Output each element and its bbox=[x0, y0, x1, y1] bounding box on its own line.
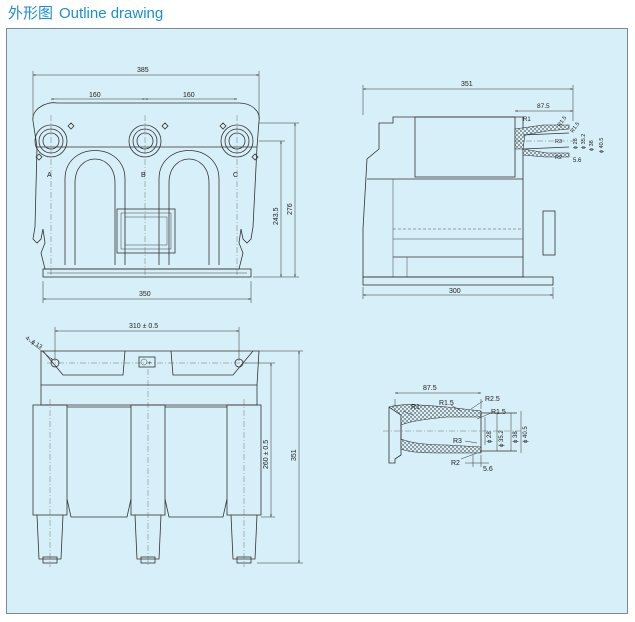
terminal-a-label: A bbox=[47, 172, 52, 179]
detail-r2-5-label: R2.5 bbox=[485, 396, 500, 403]
side-r1-5-b-label: R1.5 bbox=[570, 121, 582, 134]
side-d35-2-label: ϕ 35.2 bbox=[581, 134, 587, 149]
side-d40-5-label: ϕ 40.5 bbox=[599, 138, 605, 153]
top-dim-260-label: 260 ± 0.5 bbox=[263, 440, 270, 469]
detail-d40-5-label: ϕ 40.5 bbox=[523, 426, 529, 443]
front-view: A B C 385 160 160 276 243.5 350 bbox=[32, 67, 299, 303]
outline-drawing-svg: A B C 385 160 160 276 243.5 350 bbox=[24, 67, 605, 567]
side-r3-label: R3 bbox=[555, 139, 562, 145]
side-dim-300-label: 300 bbox=[449, 288, 461, 295]
side-d28-label: ϕ 28 bbox=[573, 138, 579, 149]
terminal-b-label: B bbox=[141, 172, 146, 179]
side-r1-5-a-label: R1.5 bbox=[557, 115, 569, 128]
detail-d28-label: ϕ 28 bbox=[487, 431, 493, 443]
dim-276-label: 276 bbox=[287, 203, 294, 215]
side-r2-label: R2 bbox=[555, 155, 562, 161]
dim-160-left-label: 160 bbox=[89, 92, 101, 99]
side-5-6-label: 5.6 bbox=[573, 158, 582, 164]
dim-243-5-label: 243.5 bbox=[273, 207, 280, 225]
dim-160-right-label: 160 bbox=[183, 92, 195, 99]
detail-r1-5-b-label: R1.5 bbox=[491, 409, 506, 416]
dim-385-label: 385 bbox=[137, 67, 149, 74]
detail-r1-label: R1 bbox=[411, 404, 420, 411]
detail-r3-label: R3 bbox=[453, 438, 462, 445]
detail-d35-2-label: ϕ 35.2 bbox=[499, 430, 505, 447]
detail-d38-label: ϕ 38 bbox=[513, 431, 519, 443]
title-en: Outline drawing bbox=[59, 5, 164, 22]
terminal-c-label: C bbox=[233, 172, 238, 179]
top-hole-callout-label: 4- ϕ 13 bbox=[24, 336, 44, 351]
top-dim-351-label: 351 bbox=[291, 449, 298, 461]
detail-r1-5-a-label: R1.5 bbox=[439, 400, 454, 407]
side-r1-label: R1 bbox=[523, 117, 531, 123]
side-dim-351-label: 351 bbox=[461, 81, 473, 88]
svg-text:+: + bbox=[148, 361, 152, 367]
side-d38-label: ϕ 38 bbox=[589, 140, 595, 151]
detail-view: 87.5 R2.5 R1.5 R1.5 R1 R3 R2 ϕ 28 ϕ 35.2… bbox=[383, 385, 529, 473]
detail-87-5-label: 87.5 bbox=[423, 385, 437, 392]
detail-r2-label: R2 bbox=[451, 460, 460, 467]
side-87-5-label: 87.5 bbox=[537, 103, 550, 110]
drawing-panel: A B C 385 160 160 276 243.5 350 bbox=[6, 28, 628, 614]
top-view: + 310 ± 0.5 4- ϕ 13 260 ± 0.5 bbox=[24, 323, 303, 567]
detail-5-6-label: 5.6 bbox=[483, 466, 493, 473]
dim-350-label: 350 bbox=[139, 291, 151, 298]
top-dim-310-label: 310 ± 0.5 bbox=[129, 323, 158, 330]
page-title: 外形图 Outline drawing bbox=[8, 2, 163, 23]
side-view: 351 300 87.5 R1 R1.5 R1.5 R3 R2 ϕ 28 ϕ 3… bbox=[362, 81, 605, 299]
title-zh: 外形图 bbox=[8, 5, 54, 22]
